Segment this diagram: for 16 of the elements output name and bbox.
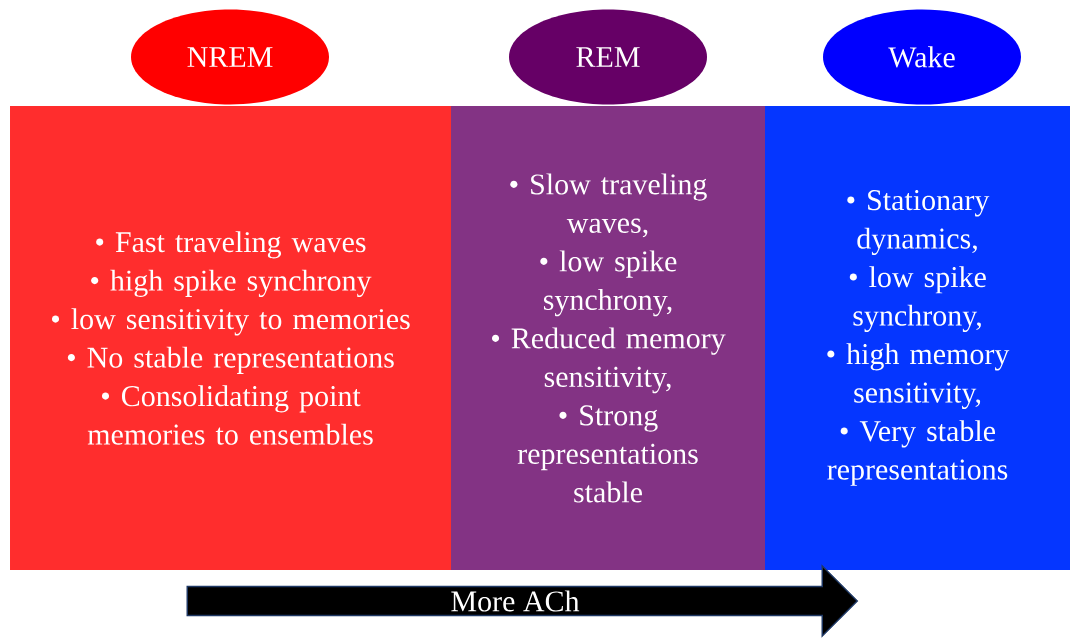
list-item: • Strong representations stable (517, 405, 698, 503)
list-item: • Very stable representations (827, 420, 1008, 486)
list-item: • high spike synchrony (91, 269, 372, 297)
list-item: • low spike synchrony, (849, 266, 986, 332)
list-item: • Stationary dynamics, (847, 190, 990, 255)
list-item: • low sensitivity to memories (51, 308, 410, 336)
list-item: • Consolidating point memories to ensembles (87, 385, 373, 445)
state-panel (10, 106, 451, 570)
list-item: • Slow traveling waves, (510, 173, 707, 238)
state-panel (765, 106, 1070, 570)
state-panel (451, 106, 765, 570)
list-item: • No stable representations (67, 346, 394, 374)
list-item: • Reduced memory sensitivity, (491, 327, 726, 394)
list-item: • high memory sensitivity, (827, 343, 1010, 409)
list-item: • low spike synchrony, (540, 250, 677, 317)
list-item: • Fast traveling waves (96, 231, 366, 259)
